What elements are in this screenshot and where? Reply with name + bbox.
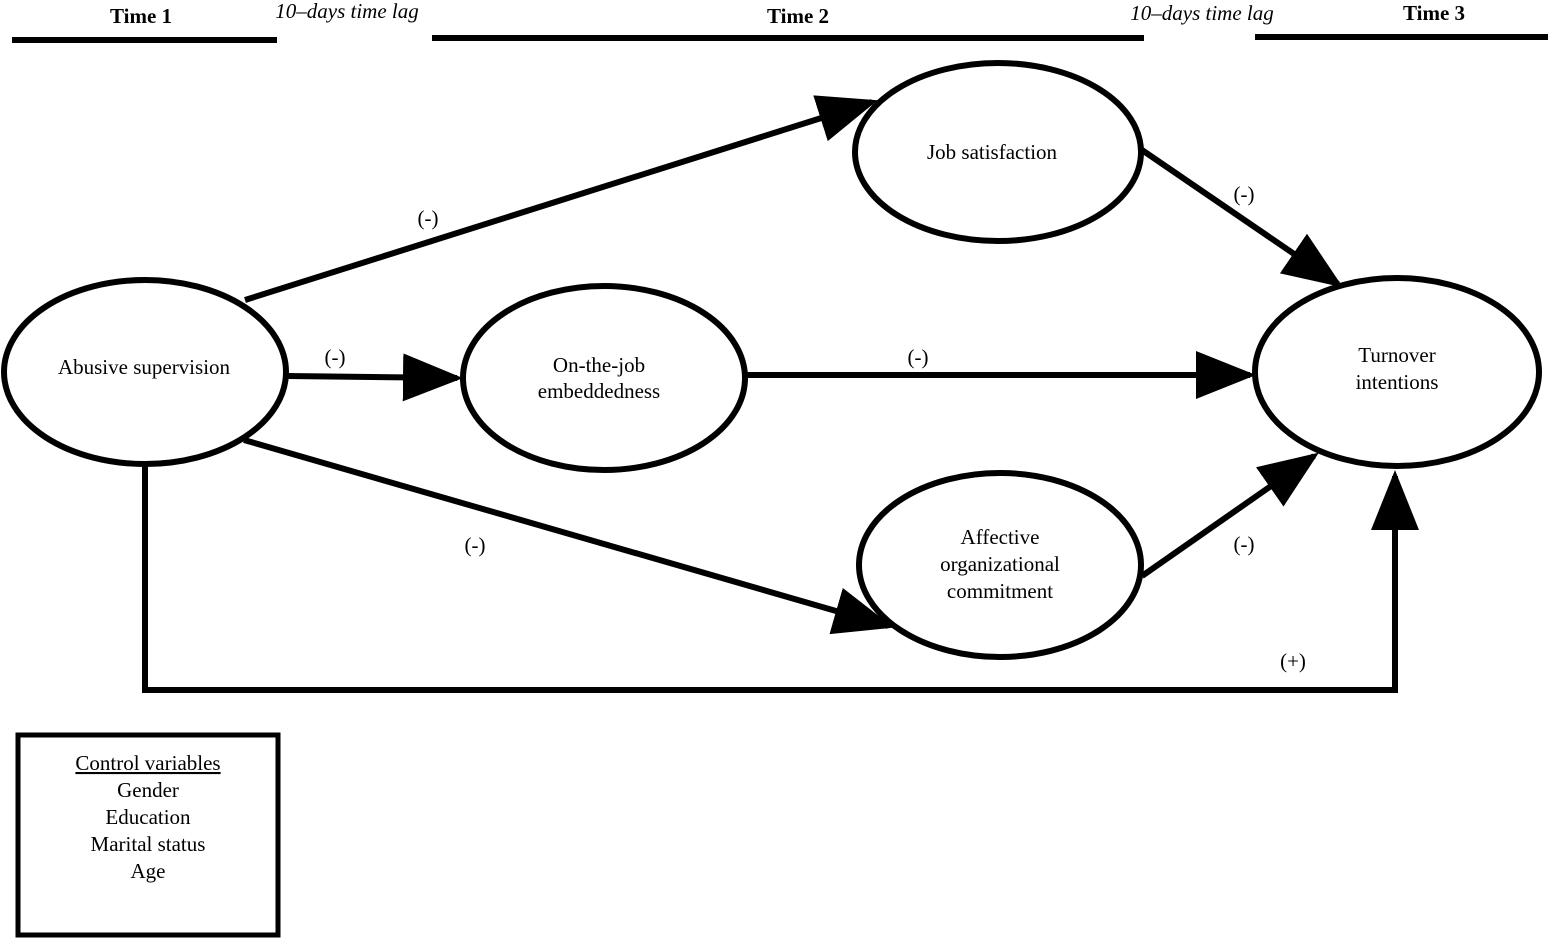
- control-variables-title: Control variables: [75, 751, 220, 775]
- paths: [142, 95, 1419, 693]
- label-turnover-line2: intentions: [1356, 370, 1439, 394]
- label-abusive-supervision: Abusive supervision: [58, 355, 231, 379]
- node-commitment: [856, 470, 1144, 660]
- sign-abuse-to-satisfaction: (-): [418, 206, 439, 230]
- construct-labels: Abusive supervision Job satisfaction On-…: [58, 140, 1438, 603]
- control-variable-item: Marital status: [91, 832, 206, 856]
- label-commitment-line2: organizational: [940, 552, 1060, 576]
- sign-abuse-to-commitment: (-): [465, 533, 486, 557]
- time1-label: Time 1: [110, 4, 172, 28]
- sign-satisfaction-to-turnover: (-): [1234, 182, 1255, 206]
- path-signs: (-) (-) (-) (-) (-) (-) (+): [325, 182, 1306, 673]
- arrow-abuse-to-satisfaction: [244, 95, 878, 303]
- sign-commitment-to-turnover: (-): [1234, 532, 1255, 556]
- label-commitment-line3: commitment: [947, 579, 1053, 603]
- control-variables-box: Control variables Gender Education Marit…: [15, 732, 281, 938]
- label-embeddedness-line2: embeddedness: [538, 379, 660, 403]
- sign-abuse-to-embeddedness: (-): [325, 345, 346, 369]
- control-variable-item: Gender: [117, 778, 179, 802]
- sign-abuse-to-turnover: (+): [1280, 649, 1306, 673]
- node-embeddedness: [460, 283, 748, 473]
- time2-label: Time 2: [767, 4, 829, 28]
- lag1-label: 10–days time lag: [275, 0, 418, 23]
- node-abusive-supervision: [1, 277, 289, 467]
- control-variable-item: Education: [105, 805, 191, 829]
- label-turnover-line1: Turnover: [1358, 343, 1435, 367]
- arrow-commitment-to-turnover: [1140, 452, 1319, 579]
- label-embeddedness-line1: On-the-job: [553, 353, 645, 377]
- label-commitment-line1: Affective: [961, 525, 1040, 549]
- arrow-satisfaction-to-turnover: [1140, 147, 1343, 288]
- arrow-abuse-to-embeddedness: [286, 353, 463, 402]
- label-job-satisfaction: Job satisfaction: [927, 140, 1058, 164]
- arrow-abuse-to-commitment: [243, 437, 894, 635]
- control-variable-item: Age: [131, 859, 166, 883]
- timeline: Time 1 10–days time lag Time 2 10–days t…: [12, 0, 1548, 43]
- node-job-satisfaction: [852, 60, 1144, 244]
- time3-label: Time 3: [1403, 1, 1465, 25]
- constructs: [1, 60, 1542, 660]
- control-variables-frame: [15, 732, 281, 938]
- sign-embeddedness-to-turnover: (-): [908, 345, 929, 369]
- arrow-abuse-to-turnover: [142, 464, 1419, 693]
- lag2-label: 10–days time lag: [1130, 1, 1273, 25]
- node-turnover-intentions: [1252, 275, 1542, 469]
